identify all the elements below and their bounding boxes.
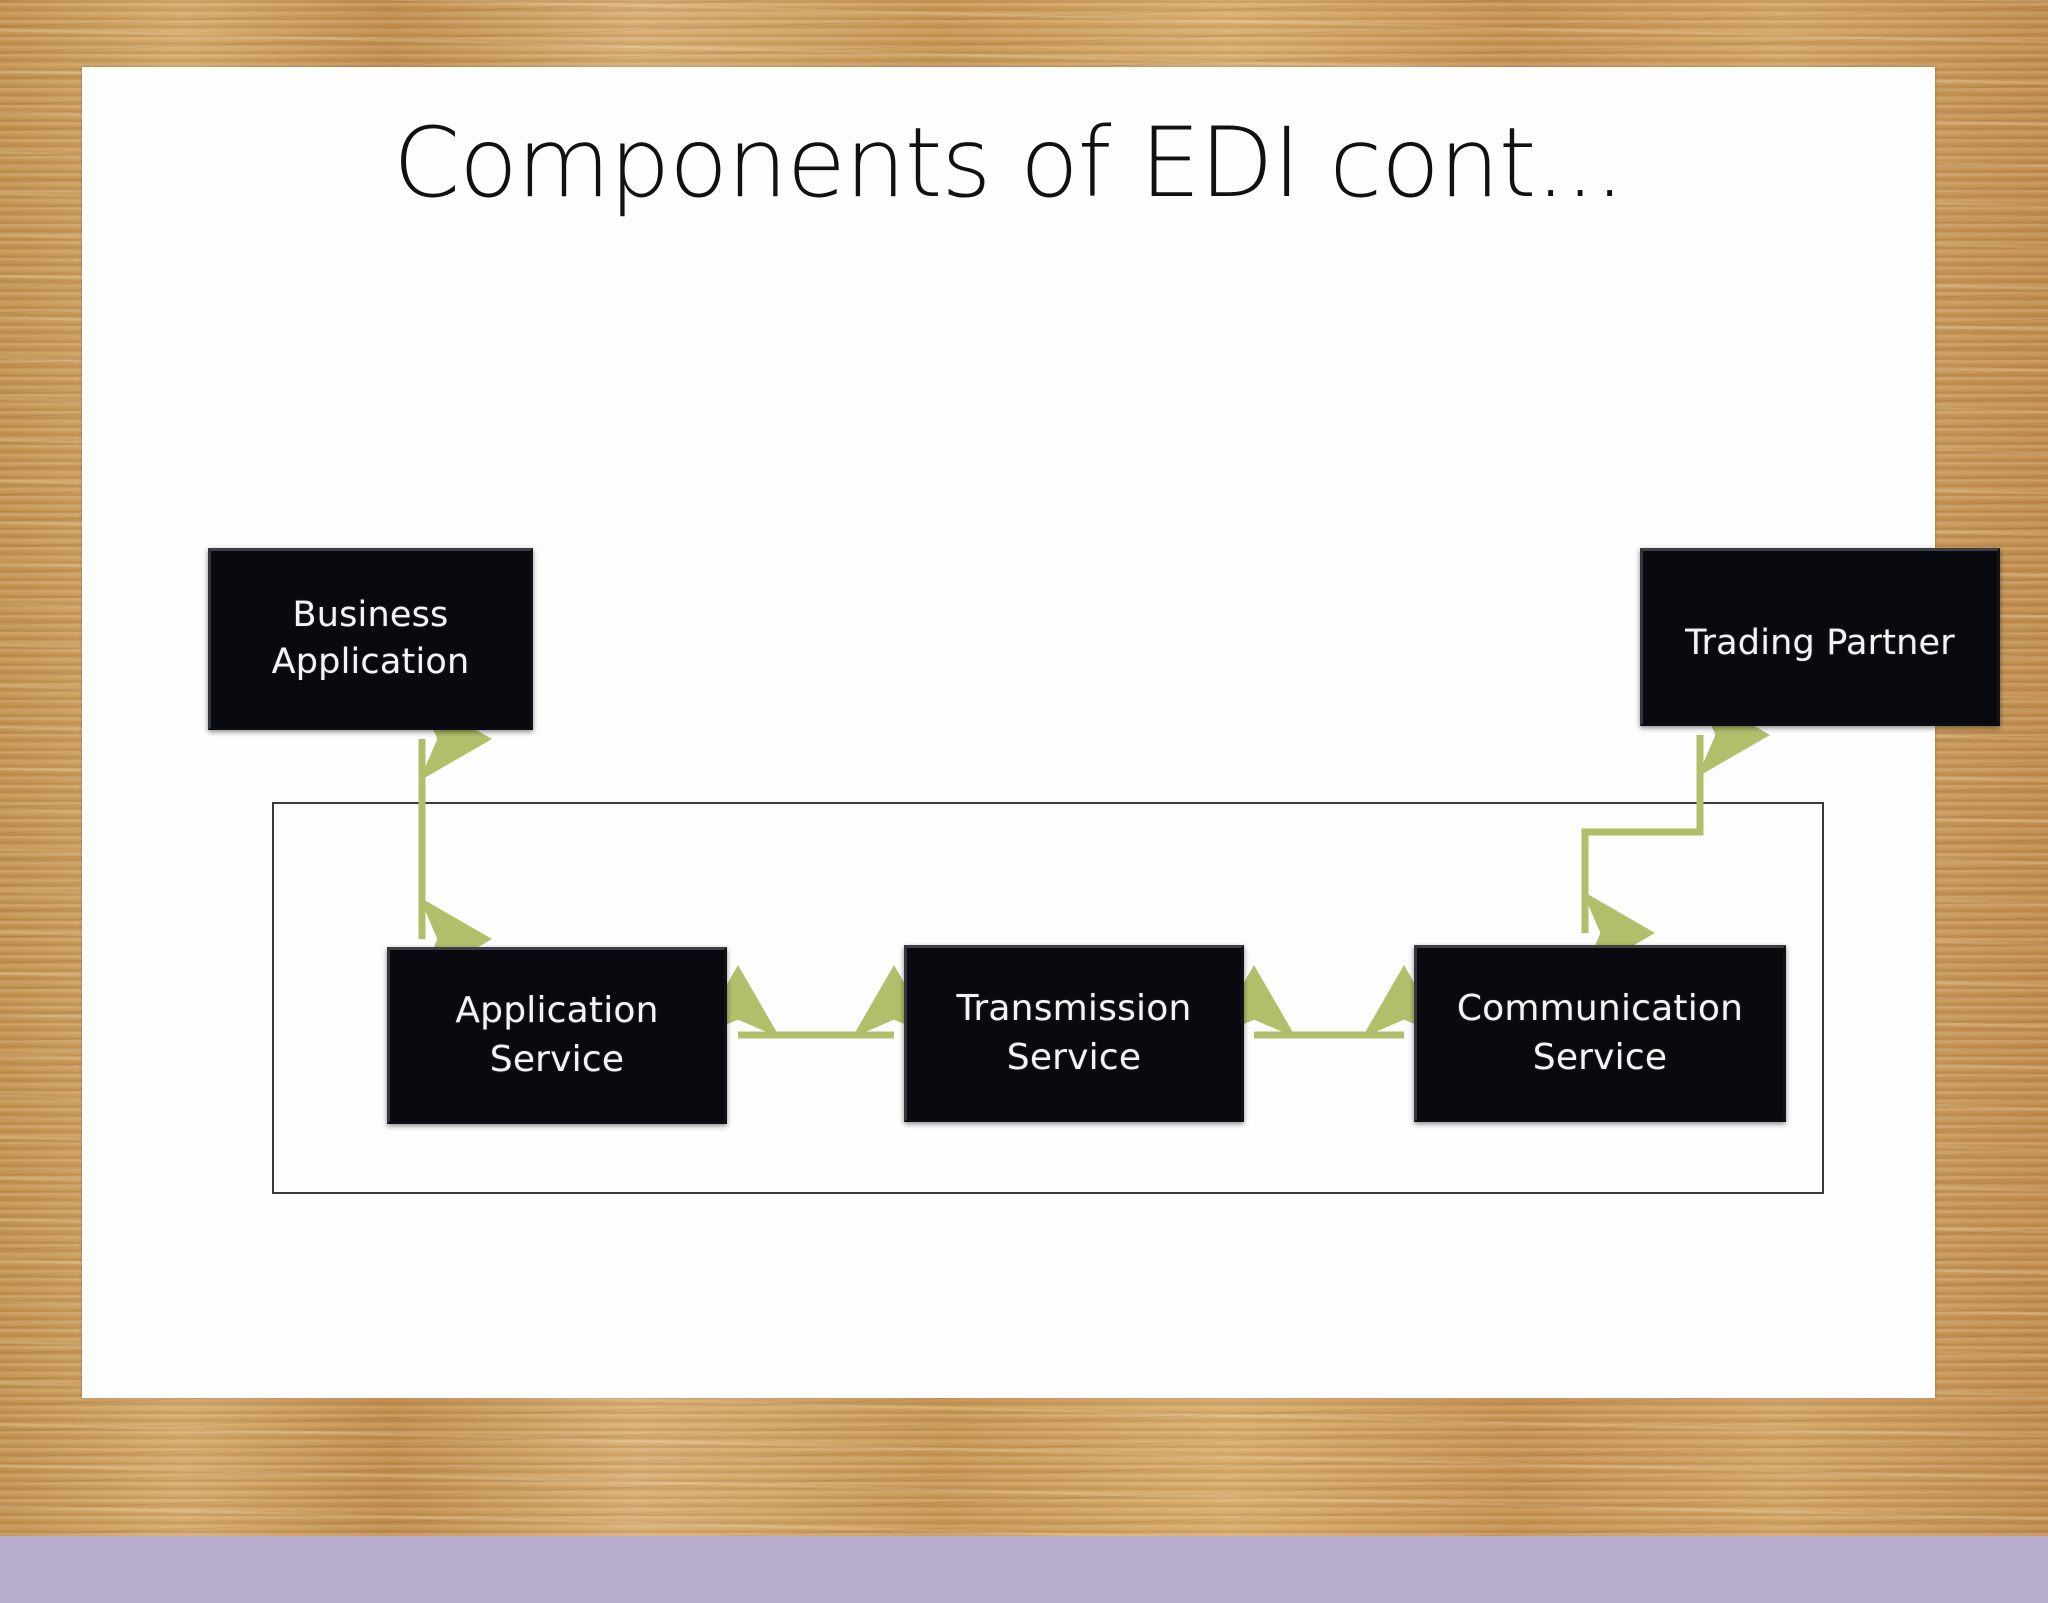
node-label-line-1: Communication [1456,987,1744,1029]
node-label-line-1: Trading Partner [1685,623,1955,664]
node-transmission-service[interactable]: Transmission Service [904,945,1244,1122]
node-trading-partner-label: Trading Partner [1685,620,1955,667]
page-title: Components of EDI cont... [393,107,1625,219]
node-application-service[interactable]: Application Service [387,947,727,1124]
node-transmission-service-label: Transmission Service [957,985,1192,1082]
node-trading-partner[interactable]: Trading Partner [1640,548,2000,726]
node-business-application[interactable]: Business Application [208,548,533,730]
node-communication-service-label: Communication Service [1457,985,1743,1082]
node-label-line-2: Application [271,642,470,682]
node-label-line-1: Application [455,989,659,1031]
node-business-application-label: Business Application [272,592,470,687]
node-application-service-label: Application Service [455,987,658,1084]
node-label-line-2: Service [1006,1036,1142,1078]
node-label-line-1: Business [292,594,449,635]
node-communication-service[interactable]: Communication Service [1414,945,1786,1122]
presentation-slide: Components of EDI cont... Application Se… [82,67,2000,1398]
node-label-line-2: Service [489,1038,625,1080]
node-label-line-1: Transmission [956,987,1192,1029]
edi-system-container [272,802,1824,1194]
node-label-line-2: Service [1532,1036,1668,1078]
